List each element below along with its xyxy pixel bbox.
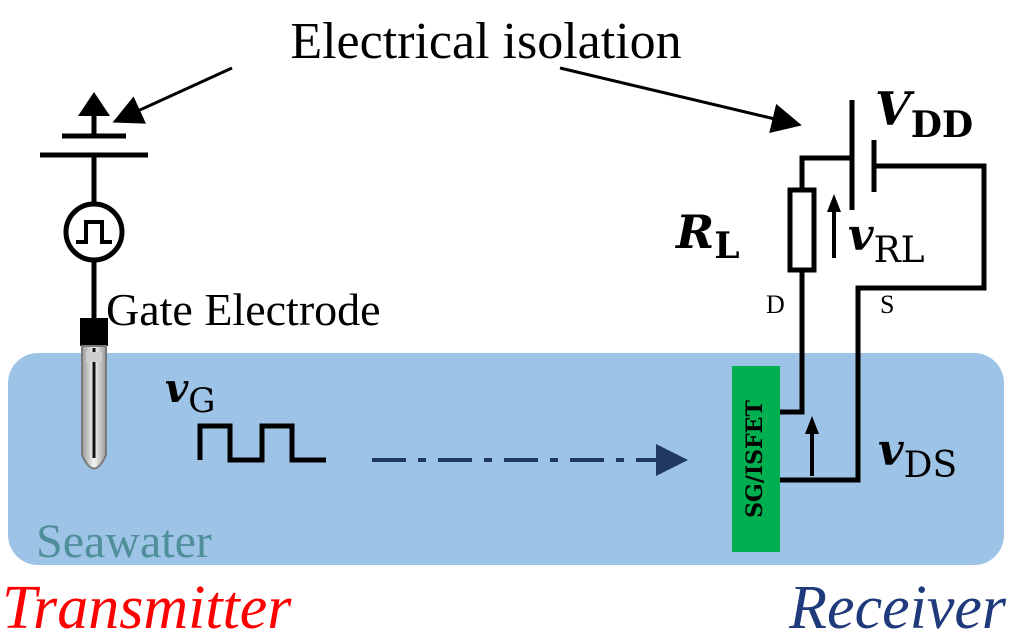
- gate-electrode-label: Gate Electrode: [106, 284, 381, 335]
- square-wave-source-icon: [63, 201, 125, 263]
- vrl-arrow-icon: [827, 194, 841, 258]
- rl-label: RL: [674, 205, 740, 267]
- battery-symbol-transmitter: [40, 133, 148, 158]
- title-electrical-isolation: Electrical isolation: [290, 13, 681, 70]
- wire-drain: [780, 270, 805, 415]
- vrl-label: vRL: [848, 210, 925, 271]
- load-resistor: [787, 187, 817, 273]
- wire-battery-to-rl: [799, 155, 852, 190]
- receiver-label: Receiver: [788, 574, 1007, 639]
- wire-battery-to-source: [780, 163, 987, 483]
- square-wave-signal: [197, 423, 326, 463]
- vds-arrow-icon: [805, 416, 819, 476]
- vds-label: vDS: [878, 425, 957, 486]
- vdd-label: VDD: [875, 82, 973, 146]
- isolation-arrow-right: [559, 66, 802, 134]
- electrode-connector: [80, 318, 108, 346]
- vdd-battery-symbol: [849, 100, 877, 210]
- gate-electrode-probe-icon: [81, 345, 107, 470]
- isolation-arrow-left: [112, 66, 233, 124]
- source-label: S: [880, 290, 894, 319]
- drain-label: D: [766, 290, 785, 319]
- sensor-sg-isfet: [732, 366, 780, 552]
- ground-arrow-icon: [78, 92, 110, 136]
- vg-label: vG: [165, 365, 215, 421]
- transmitter-label: Transmitter: [2, 574, 292, 639]
- sensor-label: SG/ISFET: [742, 400, 768, 518]
- seawater-label: Seawater: [36, 515, 212, 568]
